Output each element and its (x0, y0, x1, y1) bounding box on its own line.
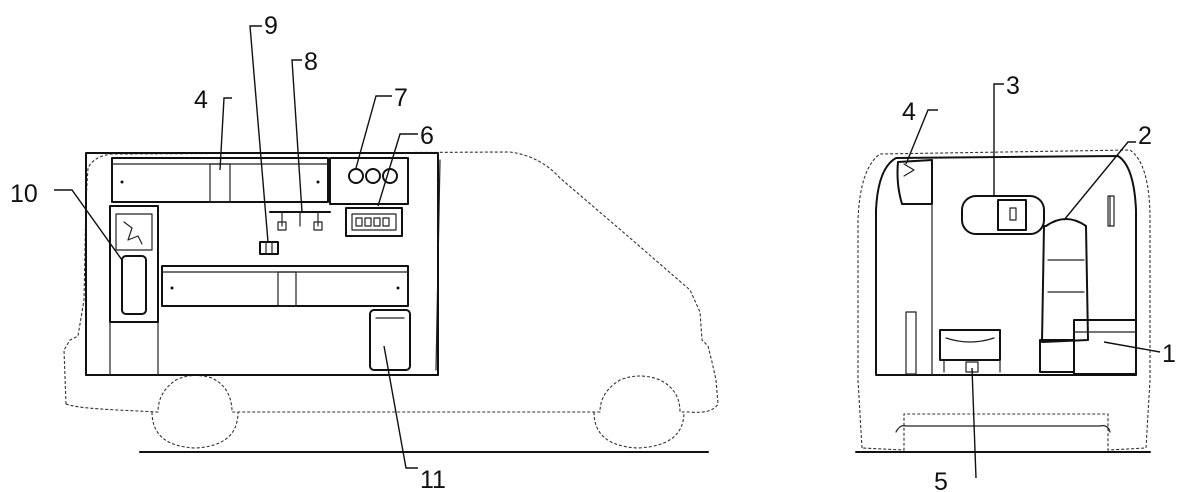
leader-10 (54, 189, 123, 261)
callout-6: 6 (420, 122, 434, 150)
gauge-1 (348, 168, 364, 184)
rear-upper-cabinet (896, 159, 933, 205)
leader-11 (383, 345, 418, 469)
rear-left-panel (905, 311, 917, 375)
switch-1 (355, 217, 363, 227)
leader-6 (377, 133, 418, 207)
cabinet-knob-right (316, 180, 320, 184)
lower-cabinet-door (277, 271, 297, 307)
hook-tag-2 (313, 221, 323, 231)
lower-knob-left (170, 286, 174, 290)
rear-cabin-frame (875, 155, 1137, 376)
leader-9 (249, 25, 269, 243)
extinguisher-sign (123, 221, 143, 245)
stretcher (939, 329, 1001, 361)
gauge-2 (365, 168, 381, 184)
leader-4-side (219, 97, 232, 171)
callout-5: 5 (934, 468, 948, 492)
switch-4 (382, 217, 390, 227)
fire-extinguisher (121, 255, 147, 315)
callout-1: 1 (1162, 340, 1176, 368)
leader-lines (54, 25, 1161, 479)
lower-knob-right (396, 286, 400, 290)
extinguisher-label-panel (115, 213, 153, 251)
van-rear-outline (857, 149, 1151, 451)
ceiling-lamp (961, 195, 1045, 235)
switch-block-inner (351, 213, 397, 231)
rear-cabinet-arrow (903, 163, 915, 177)
callout-8: 8 (304, 48, 318, 76)
cabinet-knob-left (120, 180, 124, 184)
callout-2: 2 (1138, 122, 1152, 150)
callout-7: 7 (394, 84, 408, 112)
leader-1 (1103, 341, 1161, 353)
leader-7 (355, 95, 392, 169)
leader-2 (1063, 141, 1136, 221)
callout-11: 11 (420, 466, 446, 492)
side-view (63, 151, 719, 453)
stretcher-mattress (945, 337, 995, 343)
attendant-seat (1041, 218, 1089, 343)
callout-labels: 1 2 3 4 5 6 7 8 9 4 10 11 (10, 12, 1176, 492)
waste-bin (369, 309, 411, 371)
switch-2 (364, 217, 372, 227)
ceiling-lamp-lens (997, 199, 1027, 231)
ceiling-lamp-switch (1009, 207, 1017, 221)
leader-4-rear (905, 109, 938, 165)
cabin-frame (85, 152, 439, 376)
rear-bumper (895, 425, 1111, 433)
leader-8 (291, 59, 303, 213)
leader-5 (971, 367, 977, 479)
control-panel (329, 157, 409, 205)
switch-block (345, 207, 403, 237)
switch-3 (373, 217, 381, 227)
rear-wheel-arc (151, 411, 239, 449)
seat-base (1039, 339, 1075, 373)
front-wheel-arc (593, 411, 685, 449)
callout-4-side: 4 (194, 86, 208, 114)
power-outlet (259, 241, 279, 255)
callout-4-rear: 4 (902, 98, 916, 126)
hooks (281, 211, 319, 227)
callout-3: 3 (1006, 72, 1020, 100)
side-storage-box (1073, 319, 1137, 375)
extinguisher-cabinet (109, 205, 159, 323)
wall-handle-box (1107, 195, 1115, 227)
leader-3 (993, 83, 1004, 196)
callout-10: 10 (10, 180, 38, 208)
rear-view (855, 149, 1151, 453)
van-side-outline (63, 151, 719, 413)
hook-tag-1 (277, 221, 287, 231)
callout-9: 9 (264, 12, 278, 40)
